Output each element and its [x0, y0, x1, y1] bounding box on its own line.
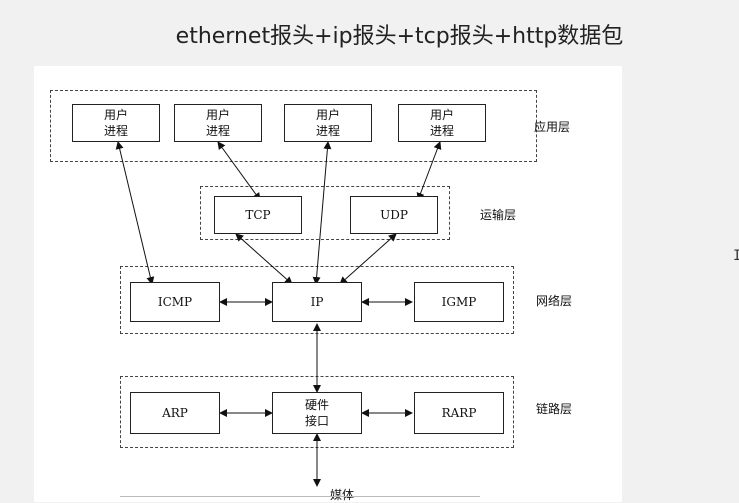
- user-process-1: 用户 进程: [72, 104, 160, 142]
- text-cursor-icon: I: [733, 248, 739, 264]
- horizontal-scrollbar[interactable]: [120, 496, 480, 503]
- layer-label-network: 网络层: [536, 294, 573, 308]
- user-process-4: 用户 进程: [398, 104, 486, 142]
- arp-box: ARP: [130, 392, 220, 434]
- link-user1-icmp: [115, 141, 155, 285]
- user-process-2: 用户 进程: [174, 104, 262, 142]
- link-tcp-ip: [235, 233, 293, 285]
- rarp-box: RARP: [414, 392, 504, 434]
- tcp-box: TCP: [214, 196, 302, 234]
- link-user3-ip: [312, 141, 332, 285]
- layer-label-application: 应用层: [534, 120, 571, 134]
- application-layer-group: [50, 90, 537, 162]
- igmp-box: IGMP: [414, 282, 504, 322]
- udp-box: UDP: [350, 196, 438, 234]
- ip-box: IP: [272, 282, 362, 322]
- protocol-diagram: 应用层 运输层 网络层 链路层 用户 进程 用户 进程 用户 进程 用户 进程: [34, 66, 622, 502]
- icmp-box: ICMP: [130, 282, 220, 322]
- layer-label-link: 链路层: [536, 402, 573, 416]
- hardware-interface-box: 硬件 接口: [272, 392, 362, 434]
- user-process-3: 用户 进程: [284, 104, 372, 142]
- media-label: 媒体: [330, 488, 355, 502]
- link-user2-tcp: [217, 141, 261, 201]
- link-udp-ip: [339, 233, 397, 285]
- layer-label-transport: 运输层: [480, 208, 517, 222]
- connection-arrows: [115, 141, 442, 487]
- page-title: ethernet报头+ip报头+tcp报头+http数据包: [175, 24, 624, 49]
- link-user4-udp: [416, 141, 442, 201]
